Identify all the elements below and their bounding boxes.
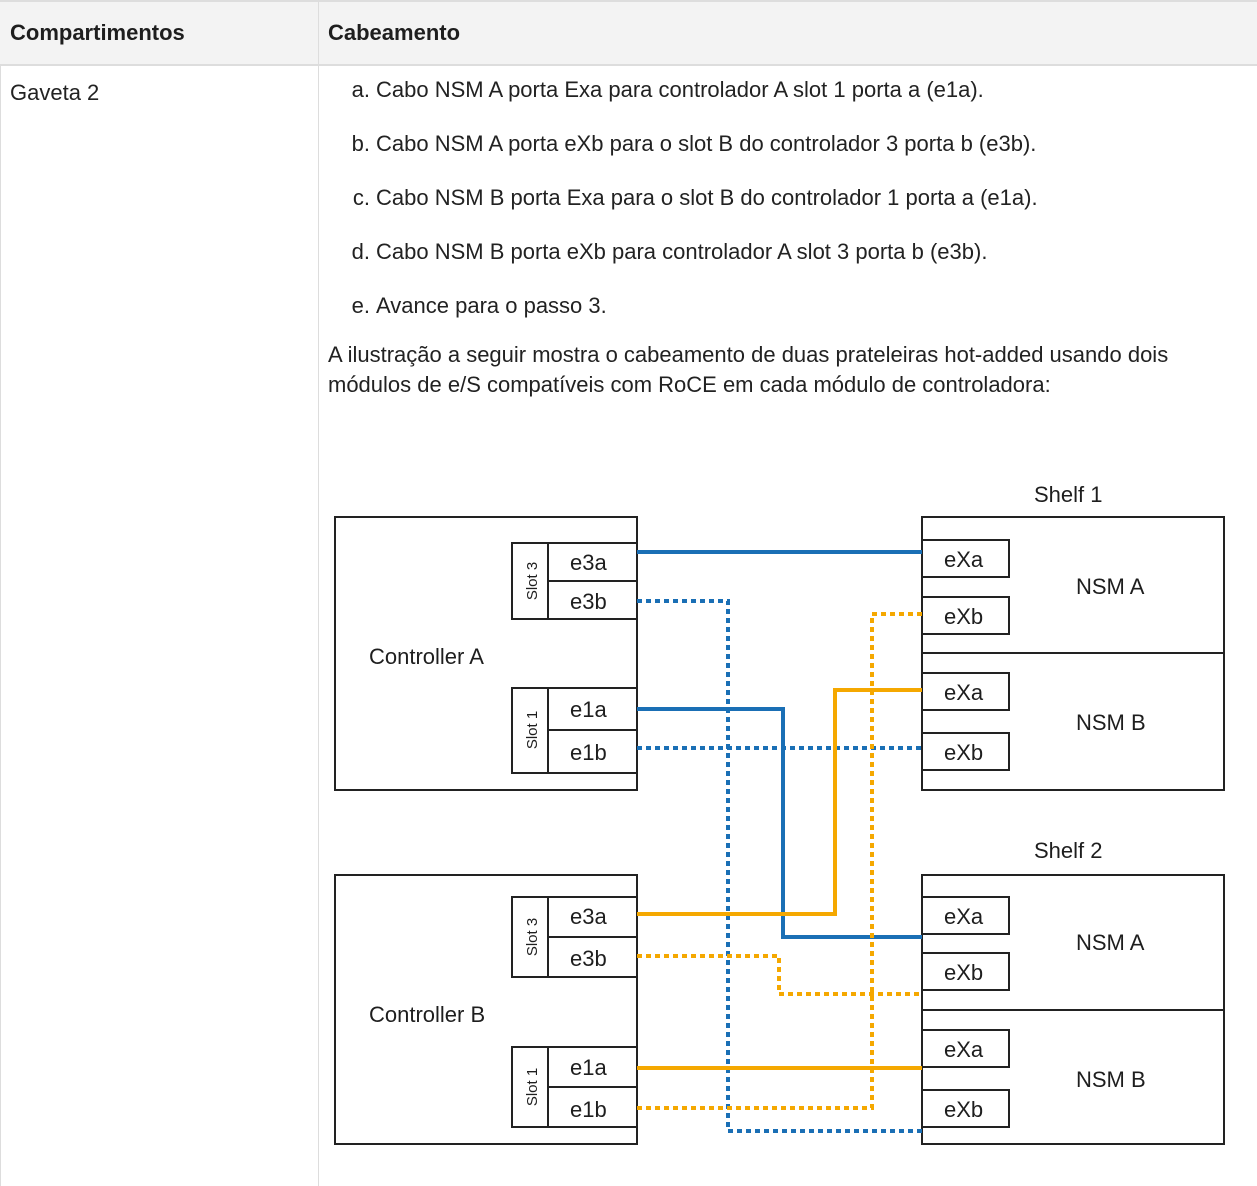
exb-label: eXb (944, 740, 983, 765)
port-e1b-label: e1b (570, 1097, 607, 1122)
controller-a-label: Controller A (369, 644, 484, 669)
step-item: a.Cabo NSM A porta Exa para controlador … (328, 72, 1038, 126)
shelf1-nsmb-exb-port (921, 732, 1010, 771)
step-marker: d. (351, 239, 370, 264)
step-marker: a. (351, 77, 370, 102)
shelf2-label: Shelf 2 (1034, 838, 1103, 863)
illustration-description: A ilustração a seguir mostra o cabeament… (328, 342, 1169, 397)
step-marker: c. (352, 185, 370, 210)
table-header-row: Compartimentos Cabeamento (0, 0, 1257, 66)
exb-label: eXb (944, 1097, 983, 1122)
exb-label: eXb (944, 604, 983, 629)
shelf1-nsma-label: NSM A (1076, 574, 1145, 599)
port-e1b-label: e1b (570, 740, 607, 765)
step-item: d.Cabo NSM B porta eXb para controlador … (328, 234, 1038, 288)
exa-label: eXa (944, 680, 984, 705)
port-e3a-label: e3a (570, 550, 607, 575)
slot3-label: Slot 3 (524, 918, 541, 956)
cable-b-e3a-shelf1-nsmb-exa (637, 688, 922, 916)
shelf2-nsmb-exa-port (921, 1029, 1010, 1068)
table-left-border (0, 66, 1, 1186)
shelf2-nsmb-exb-port (921, 1089, 1010, 1128)
header-cabeamento: Cabeamento (328, 20, 461, 45)
step-text: Avance para o passo 3. (376, 293, 607, 318)
step-item: e.Avance para o passo 3. (328, 288, 1038, 342)
column-divider (318, 0, 319, 1186)
shelf1-label: Shelf 1 (1034, 482, 1103, 507)
slot1-label: Slot 1 (524, 1068, 541, 1106)
slot3-label: Slot 3 (524, 562, 541, 600)
slot1-label: Slot 1 (524, 711, 541, 749)
shelf2-nsma-label: NSM A (1076, 930, 1145, 955)
step-text: Cabo NSM A porta Exa para controlador A … (376, 77, 984, 102)
step-text: Cabo NSM B porta eXb para controlador A … (376, 239, 988, 264)
controller-b-label: Controller B (369, 1002, 485, 1027)
port-e1a-label: e1a (570, 1055, 607, 1080)
row-label: Gaveta 2 (10, 80, 100, 105)
cable-a-e1a-shelf2-nsma-exa (637, 707, 922, 939)
controller-b-box (334, 874, 638, 1145)
port-e3a-label: e3a (570, 904, 607, 929)
port-e3b-label: e3b (570, 589, 607, 614)
step-text: Cabo NSM B porta Exa para o slot B do co… (376, 185, 1038, 210)
shelf2-nsma-exa-port (921, 896, 1010, 935)
cable-a-e3b-shelf2-nsmb-exb (637, 599, 922, 1133)
shelf2-nsma-exb-port (921, 952, 1010, 991)
controller-a-box (334, 516, 638, 791)
exa-label: eXa (944, 904, 984, 929)
step-item: c.Cabo NSM B porta Exa para o slot B do … (328, 180, 1038, 234)
step-item: b.Cabo NSM A porta eXb para o slot B do … (328, 126, 1038, 180)
shelf1-nsmb-label: NSM B (1076, 710, 1146, 735)
exa-label: eXa (944, 1037, 984, 1062)
cable-b-e3b-shelf2-nsma-exb (637, 954, 922, 996)
step-text: Cabo NSM A porta eXb para o slot B do co… (376, 131, 1037, 156)
header-compartimentos: Compartimentos (10, 20, 185, 45)
shelf2-nsmb-label: NSM B (1076, 1067, 1146, 1092)
port-e1a-label: e1a (570, 697, 607, 722)
exb-label: eXb (944, 960, 983, 985)
steps-list: a.Cabo NSM A porta Exa para controlador … (328, 72, 1038, 342)
shelf1-nsma-exa-port (921, 539, 1010, 578)
step-marker: b. (351, 131, 370, 156)
port-e3b-label: e3b (570, 946, 607, 971)
step-marker: e. (351, 293, 370, 318)
cable-b-e1b-shelf1-nsma-exb (637, 612, 922, 1110)
exa-label: eXa (944, 547, 984, 572)
